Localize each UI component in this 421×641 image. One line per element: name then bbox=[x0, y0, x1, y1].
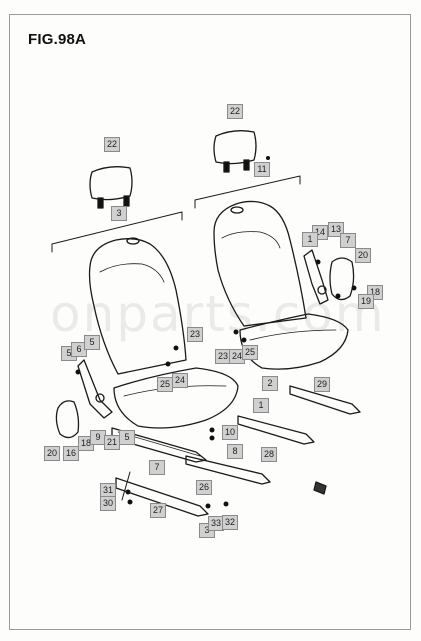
callout-3: 3 bbox=[111, 206, 127, 221]
callout-22-left: 22 bbox=[104, 137, 120, 152]
side-cover-left bbox=[55, 400, 80, 439]
side-cover-right bbox=[329, 257, 355, 301]
seat-rail-right-b bbox=[289, 385, 361, 415]
seat-rail-left-b bbox=[185, 455, 271, 485]
callout-20-right: 20 bbox=[355, 248, 371, 263]
headrest-left bbox=[89, 166, 133, 209]
callout-1-left: 1 bbox=[253, 398, 269, 413]
callout-25-mid: 25 bbox=[242, 345, 258, 360]
seat-left bbox=[88, 237, 239, 429]
callout-32: 32 bbox=[222, 515, 238, 530]
seat-rail-right-a bbox=[237, 415, 315, 445]
callout-31: 31 bbox=[100, 483, 116, 498]
callout-2: 2 bbox=[262, 376, 278, 391]
callout-21: 21 bbox=[104, 435, 120, 450]
callout-28: 28 bbox=[261, 447, 277, 462]
callout-25-left: 25 bbox=[157, 377, 173, 392]
figure-frame bbox=[9, 14, 411, 630]
clip-part bbox=[313, 481, 327, 495]
headrest-right bbox=[213, 130, 257, 173]
seat-rail-front bbox=[115, 471, 209, 517]
callout-10: 10 bbox=[222, 425, 238, 440]
recliner-right bbox=[303, 249, 329, 305]
callout-30: 30 bbox=[100, 496, 116, 511]
callout-24-left: 24 bbox=[172, 373, 188, 388]
fasteners bbox=[75, 156, 357, 509]
recliner-left bbox=[77, 359, 113, 419]
callout-7-left: 7 bbox=[149, 460, 165, 475]
watermark: onparts.com bbox=[50, 285, 386, 343]
callout-1-right: 1 bbox=[302, 232, 318, 247]
callout-27: 27 bbox=[150, 503, 166, 518]
callout-29: 29 bbox=[314, 377, 330, 392]
callout-20-left: 20 bbox=[44, 446, 60, 461]
assembly-bracket-lines bbox=[51, 175, 301, 253]
callout-8: 8 bbox=[227, 444, 243, 459]
callout-11: 11 bbox=[254, 162, 270, 177]
figure-title: FIG.98A bbox=[28, 31, 87, 48]
callout-7-right: 7 bbox=[340, 233, 356, 248]
callout-19: 19 bbox=[358, 294, 374, 309]
callout-23-left: 23 bbox=[187, 327, 203, 342]
callout-26: 26 bbox=[196, 480, 212, 495]
callout-5-upper: 5 bbox=[84, 335, 100, 350]
callout-5-mid: 5 bbox=[119, 430, 135, 445]
seat-right bbox=[213, 200, 349, 370]
callout-22-right: 22 bbox=[227, 104, 243, 119]
callout-16: 16 bbox=[63, 446, 79, 461]
